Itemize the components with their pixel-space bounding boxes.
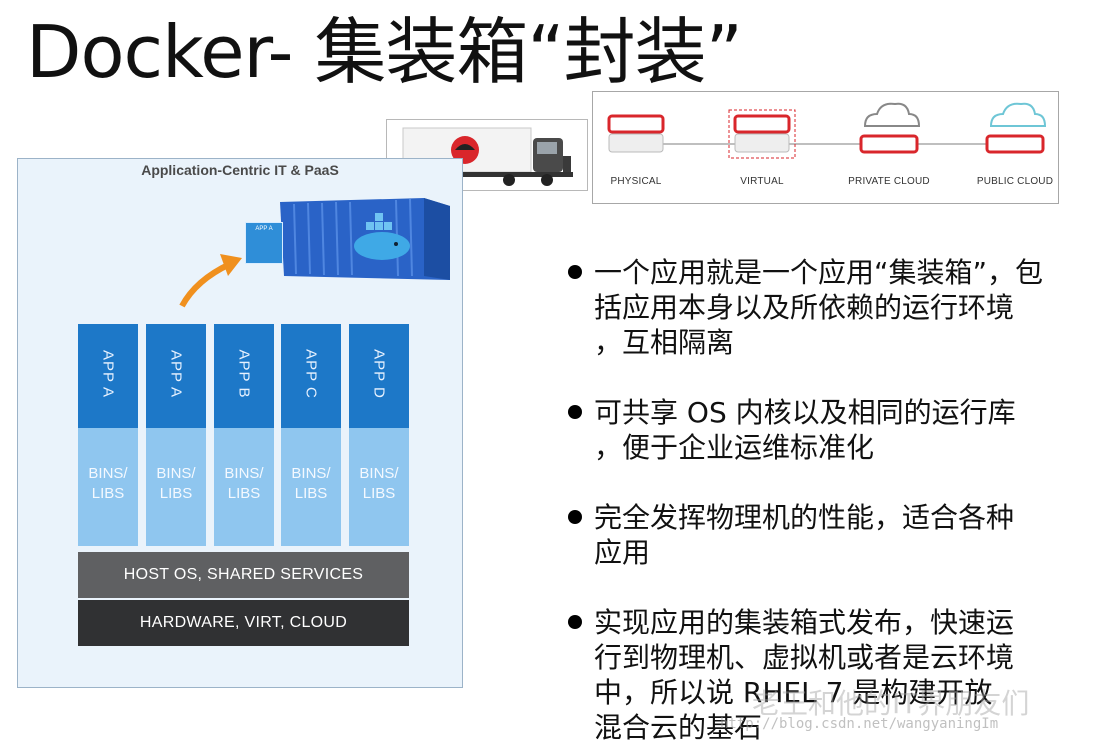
bins-libs-block: BINS/LIBS [78,428,138,546]
container-icon [280,198,450,280]
deployment-graphic [607,102,1047,159]
label-physical: PHYSICAL [610,176,662,187]
bins-libs-block: BINS/LIBS [349,428,409,546]
host-os-layer: HOST OS, SHARED SERVICES [78,552,409,598]
label-private-cloud: PRIVATE CLOUD [848,176,930,187]
bins-libs-block: BINS/LIBS [281,428,341,546]
app-block: APP D [349,324,409,428]
bullet-dot-icon [568,510,582,524]
stack-diagram-title: Application-Centric IT & PaaS [141,162,339,178]
server-icon [607,114,665,153]
app-block: APP A [146,324,206,428]
docker-whale-icon [354,213,410,260]
slide-title: Docker- 集装箱“封装” [26,10,743,94]
watermark-text: 老王和他的IT界朋友们 [752,687,1030,720]
arrow-icon [179,254,242,308]
app-block: APP B [214,324,274,428]
bins-libs-block: BINS/LIBS [214,428,274,546]
hardware-layer: HARDWARE, VIRT, CLOUD [78,600,409,646]
virtual-server-icon [728,109,796,159]
bins-libs-block: BINS/LIBS [146,428,206,546]
bullet-dot-icon [568,615,582,629]
public-cloud-icon [985,102,1047,154]
app-block: APP C [281,324,341,428]
watermark-url: http://blog.csdn.net/wangyaningIm [720,716,999,732]
deployment-targets-panel: PHYSICAL VIRTUAL PRIVATE CLOUD PUBLIC CL… [592,91,1059,204]
bullet-dot-icon [568,265,582,279]
label-virtual: VIRTUAL [740,176,784,187]
bullet-dot-icon [568,405,582,419]
app-card: APP A [245,222,283,264]
app-block: APP A [78,324,138,428]
private-cloud-icon [859,102,921,154]
label-public-cloud: PUBLIC CLOUD [976,176,1054,187]
docker-container-image [274,196,452,282]
